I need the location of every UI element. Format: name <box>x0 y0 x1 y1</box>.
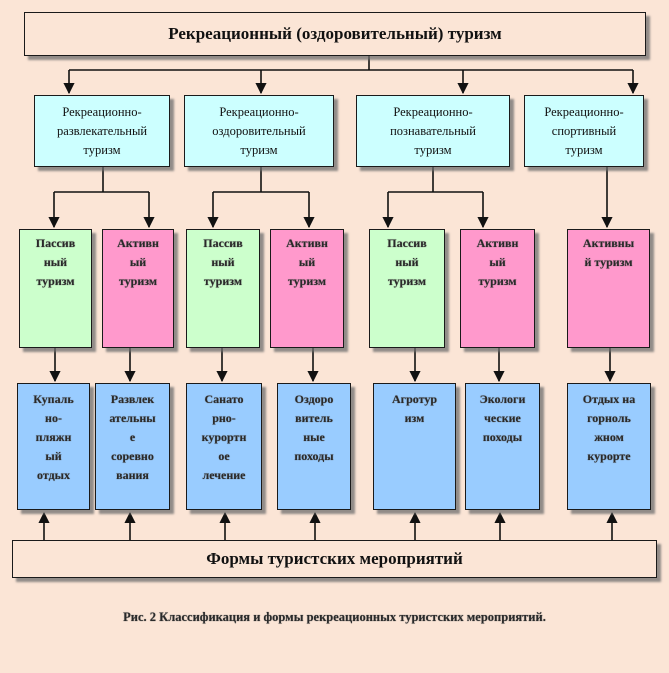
category-box-3: Рекреационно- спортивный туризм <box>524 95 644 167</box>
category-box-1: Рекреационно- оздоровительный туризм <box>184 95 334 167</box>
forms-title-text: Формы туристских мероприятий <box>206 549 463 568</box>
category-label-0: Рекреационно- развлекательный туризм <box>56 104 148 157</box>
mode-label-4: Пассив ный туризм <box>387 236 427 288</box>
diagram-title-text: Рекреационный (оздоровительный) туризм <box>168 24 502 43</box>
category-box-0: Рекреационно- развлекательный туризм <box>34 95 170 167</box>
category-label-2: Рекреационно- познавательный туризм <box>390 104 476 157</box>
mode-label-2: Пассив ный туризм <box>203 236 243 288</box>
category-label-3: Рекреационно- спортивный туризм <box>544 104 624 157</box>
mode-label-0: Пассив ный туризм <box>35 236 76 288</box>
form-box-0: Купаль но- пляжн ый отдых <box>17 383 90 510</box>
form-label-4: Агротур изм <box>391 392 438 425</box>
figure-caption: Рис. 2 Классификация и формы рекреационн… <box>123 610 546 624</box>
form-box-3: Оздоро витель ные походы <box>277 383 351 510</box>
form-box-1: Развлек ательны е соревно вания <box>95 383 170 510</box>
mode-box-6: Активны й туризм <box>567 229 650 348</box>
mode-label-1: Активн ый туризм <box>117 236 159 288</box>
mode-label-5: Активн ый туризм <box>476 236 519 288</box>
mode-box-1: Активн ый туризм <box>102 229 174 348</box>
diagram-title: Рекреационный (оздоровительный) туризм <box>24 12 646 56</box>
form-box-4: Агротур изм <box>373 383 456 510</box>
form-label-3: Оздоро витель ные походы <box>294 392 334 463</box>
form-label-2: Санато рно- курортн ое лечение <box>201 392 247 482</box>
form-label-1: Развлек ательны е соревно вания <box>109 392 156 482</box>
form-label-0: Купаль но- пляжн ый отдых <box>33 392 74 482</box>
mode-box-2: Пассив ный туризм <box>186 229 260 348</box>
mode-label-6: Активны й туризм <box>582 236 635 269</box>
category-label-1: Рекреационно- оздоровительный туризм <box>212 104 306 157</box>
form-box-2: Санато рно- курортн ое лечение <box>186 383 262 510</box>
form-label-6: Отдых на горноль жном курорте <box>582 392 636 463</box>
mode-box-0: Пассив ный туризм <box>19 229 92 348</box>
mode-label-3: Активн ый туризм <box>286 236 328 288</box>
form-box-5: Экологи ческие походы <box>465 383 540 510</box>
category-box-2: Рекреационно- познавательный туризм <box>356 95 510 167</box>
mode-box-3: Активн ый туризм <box>270 229 344 348</box>
mode-box-5: Активн ый туризм <box>460 229 535 348</box>
mode-box-4: Пассив ный туризм <box>369 229 445 348</box>
forms-title-box: Формы туристских мероприятий <box>12 540 657 578</box>
form-box-6: Отдых на горноль жном курорте <box>567 383 651 510</box>
form-label-5: Экологи ческие походы <box>479 392 526 444</box>
